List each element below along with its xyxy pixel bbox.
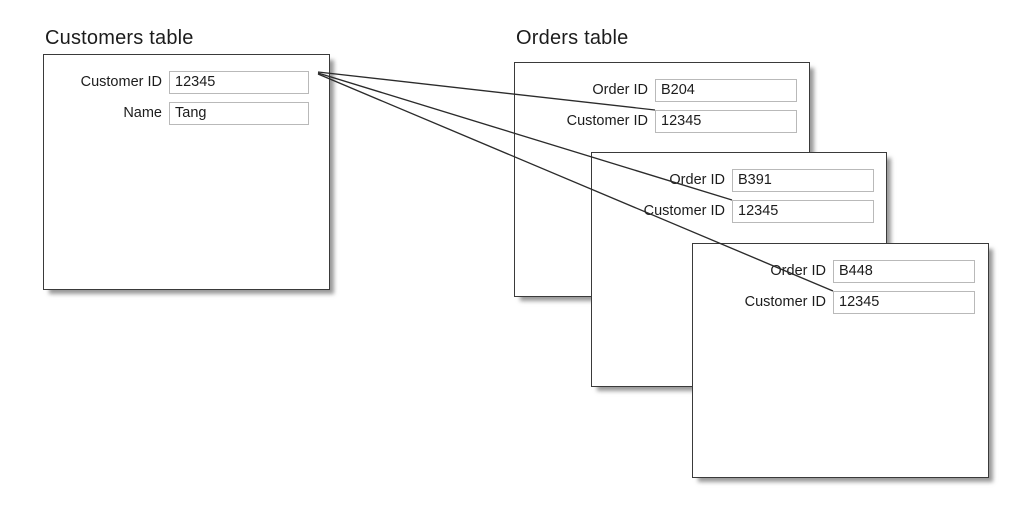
- field-label-customer-id: Customer ID: [744, 294, 826, 310]
- field-value-order-id: B448: [839, 263, 873, 279]
- field-value-name: Tang: [175, 105, 207, 121]
- field-row-order-id: Order ID B448: [717, 260, 975, 283]
- field-input-customer-id[interactable]: 12345: [655, 110, 797, 133]
- field-row-order-id: Order ID B391: [616, 169, 874, 192]
- field-label-customer-id: Customer ID: [80, 74, 162, 90]
- field-row-customer-id: Customer ID 12345: [717, 291, 975, 314]
- field-input-customer-id[interactable]: 12345: [833, 291, 975, 314]
- field-row-customer-id: Customer ID 12345: [58, 71, 309, 94]
- field-value-customer-id: 12345: [839, 294, 880, 310]
- field-label-order-id: Order ID: [770, 263, 826, 279]
- field-label-order-id: Order ID: [592, 82, 648, 98]
- customers-record-card: Customer ID 12345 Name Tang: [43, 54, 330, 290]
- field-label-name: Name: [123, 105, 162, 121]
- field-value-customer-id: 12345: [175, 74, 216, 90]
- field-value-order-id: B204: [661, 82, 695, 98]
- orders-record-card: Order ID B448 Customer ID 12345: [692, 243, 989, 478]
- field-row-name: Name Tang: [58, 102, 309, 125]
- field-input-customer-id[interactable]: 12345: [169, 71, 309, 94]
- field-label-customer-id: Customer ID: [566, 113, 648, 129]
- field-value-order-id: B391: [738, 172, 772, 188]
- orders-table-title: Orders table: [516, 27, 629, 49]
- field-value-customer-id: 12345: [738, 203, 779, 219]
- field-row-customer-id: Customer ID 12345: [616, 200, 874, 223]
- field-input-order-id[interactable]: B448: [833, 260, 975, 283]
- field-row-customer-id: Customer ID 12345: [539, 110, 797, 133]
- field-input-order-id[interactable]: B204: [655, 79, 797, 102]
- field-value-customer-id: 12345: [661, 113, 702, 129]
- customers-table-title: Customers table: [45, 27, 194, 49]
- field-input-name[interactable]: Tang: [169, 102, 309, 125]
- field-label-order-id: Order ID: [669, 172, 725, 188]
- field-row-order-id: Order ID B204: [539, 79, 797, 102]
- field-label-customer-id: Customer ID: [643, 203, 725, 219]
- field-input-customer-id[interactable]: 12345: [732, 200, 874, 223]
- field-input-order-id[interactable]: B391: [732, 169, 874, 192]
